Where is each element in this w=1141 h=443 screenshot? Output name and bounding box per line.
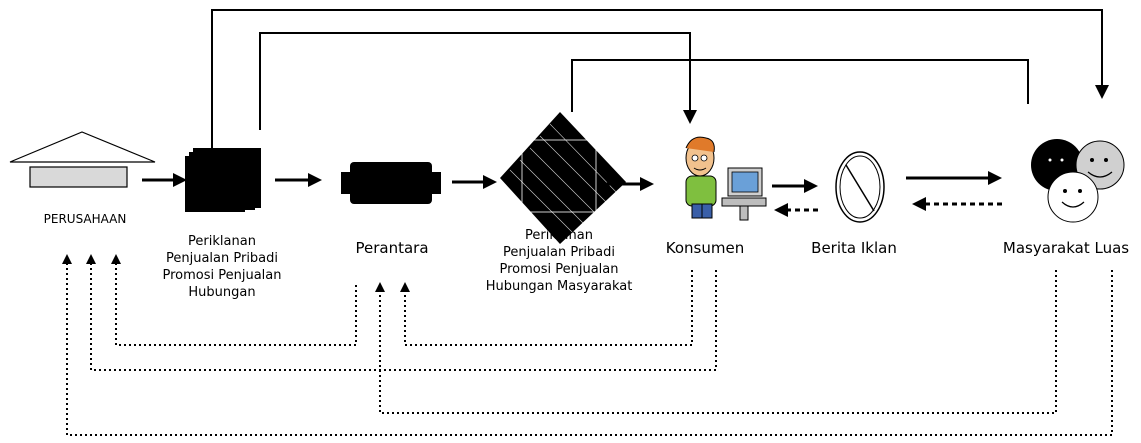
promo-media-icon [500, 112, 626, 244]
promo1-labels: Periklanan Penjualan Pribadi Promosi Pen… [162, 233, 282, 301]
konsumen-label: Konsumen [665, 239, 745, 257]
promo2-line-3: Promosi Penjualan [499, 262, 619, 277]
masyarakat-faces-icon [1031, 139, 1125, 223]
feedback-perantara-perusahaan [111, 254, 357, 346]
perantara-icon [341, 162, 441, 204]
konsumen-person-icon [685, 136, 767, 221]
promo2-line-1: Periklanan [525, 228, 593, 243]
feedback-konsumen-perantara [400, 270, 693, 346]
promo1-line-4: Hubungan [188, 285, 256, 300]
promo1-line-3: Promosi Penjualan [162, 268, 282, 283]
connector-promo-masyarakat [211, 9, 1109, 158]
perantara-label: Perantara [355, 239, 429, 257]
masyarakat-label: Masyarakat Luas [1002, 239, 1130, 257]
feedback-dotted-lines [62, 254, 1113, 436]
berita-iklan-label: Berita Iklan [811, 239, 897, 257]
connector-promo-konsumen [259, 32, 697, 130]
feedback-masyarakat-perantara [375, 270, 1057, 414]
berita-iklan-icon [835, 151, 885, 223]
perusahaan-label: PERUSAHAAN [43, 212, 127, 226]
promo1-line-2: Penjualan Pribadi [165, 251, 279, 266]
perusahaan-building-icon [9, 131, 156, 188]
promo2-line-4: Hubungan Masyarakat [485, 279, 633, 294]
promo1-line-1: Periklanan [188, 234, 256, 249]
feedback-konsumen-perusahaan [86, 254, 717, 371]
backward-flow-arrows [774, 197, 1002, 217]
promo2-line-2: Penjualan Pribadi [502, 245, 616, 260]
promo-documents-icon [185, 148, 261, 212]
connector-promo2-masyarakat [571, 59, 1029, 112]
forward-flow-arrows [142, 171, 1002, 193]
top-connector-lines [211, 9, 1109, 158]
promo2-labels: Periklanan Penjualan Pribadi Promosi Pen… [474, 227, 644, 295]
